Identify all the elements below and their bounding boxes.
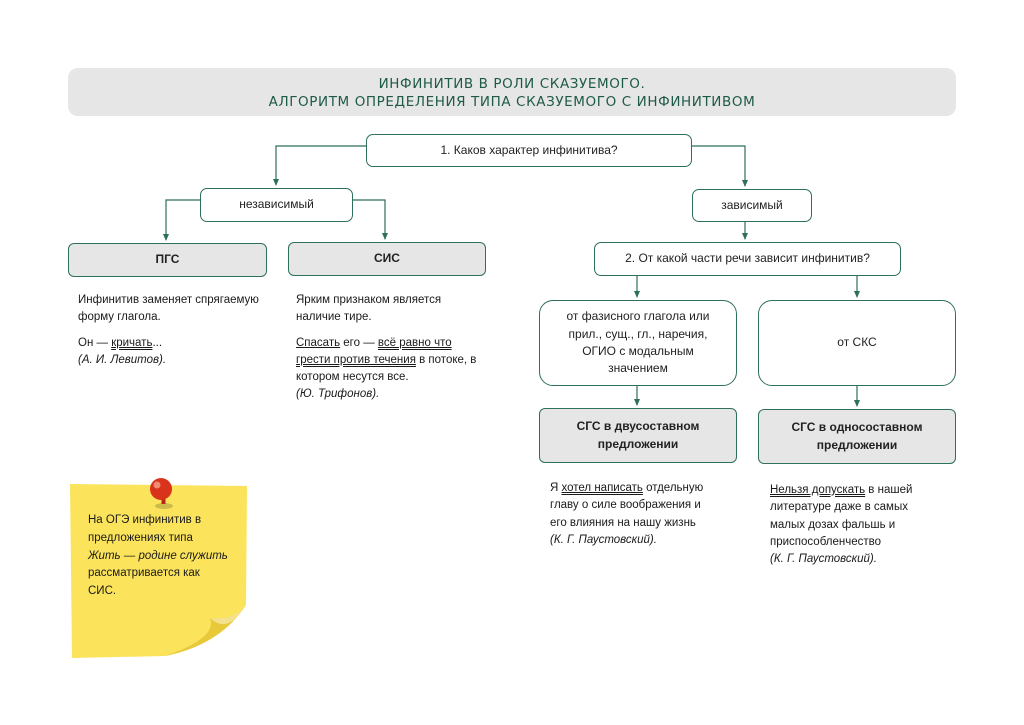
- pgs-author: (А. И. Левитов).: [78, 353, 167, 366]
- two-part-note: Я хотел написать отдельную главу о силе …: [550, 480, 720, 557]
- two-part-example: Я хотел написать отдельную главу о силе …: [550, 482, 704, 529]
- arrow-q1-to-dependent: [692, 145, 748, 187]
- arrow-independent-to-pgs: [163, 199, 200, 241]
- one-part-example-predicate: Нельзя допускать: [770, 484, 866, 496]
- pgs-box: ПГС: [68, 243, 267, 277]
- sks-box: от СКС: [758, 300, 956, 386]
- sis-box: СИС: [288, 242, 486, 276]
- sticky-note-text: На ОГЭ инфинитив в предложениях типа Жит…: [88, 514, 228, 598]
- question-1-box: 1. Каков характер инфинитива?: [366, 134, 692, 167]
- dependent-box: зависимый: [692, 189, 812, 222]
- two-part-author: (К. Г. Паустовский).: [550, 533, 657, 546]
- sticky-example: Жить — родине служить: [88, 549, 228, 562]
- one-part-author: (К. Г. Паустовский).: [770, 553, 877, 565]
- question-2-box: 2. От какой части речи зависит инфинитив…: [594, 242, 901, 276]
- pgs-note-text: Инфинитив заменяет спрягаемую форму глаг…: [78, 294, 259, 324]
- title-line-2: АЛГОРИТМ ОПРЕДЕЛЕНИЯ ТИПА СКАЗУЕМОГО С И…: [268, 94, 756, 110]
- sticky-note: [70, 478, 247, 658]
- sis-note-text: Ярким признаком является наличие тире.: [296, 294, 442, 324]
- one-part-example: Нельзя допускать в нашей литературе даже…: [770, 484, 913, 548]
- one-part-note: Нельзя допускать в нашей литературе даже…: [770, 482, 945, 576]
- pgs-example-verb: кричать: [111, 336, 153, 349]
- sis-example: Спасать его — всё равно что грести проти…: [296, 336, 477, 384]
- sis-note: Ярким признаком является наличие тире. С…: [296, 292, 486, 412]
- arrow-q1-to-independent: [273, 145, 366, 186]
- pgs-example: Он — кричать...: [78, 336, 163, 349]
- two-part-example-predicate: хотел написать: [561, 482, 643, 494]
- title-line-1: ИНФИНИТИВ В РОЛИ СКАЗУЕМОГО.: [378, 76, 646, 92]
- independent-box: независимый: [200, 188, 353, 222]
- sis-example-predicate-1: всё равно что: [377, 336, 452, 349]
- sgs-one-part-box: СГС в односоставном предложении: [758, 409, 956, 464]
- sis-example-subject: Спасать: [296, 336, 341, 349]
- sis-author: (Ю. Трифонов).: [296, 388, 380, 401]
- sgs-two-part-box: СГС в двусоставном предложении: [539, 408, 737, 463]
- arrow-independent-to-sis: [353, 199, 388, 240]
- title-banner: ИНФИНИТИВ В РОЛИ СКАЗУЕМОГО. АЛГОРИТМ ОП…: [68, 68, 956, 116]
- pin-icon: [150, 478, 173, 509]
- sis-example-predicate-2: грести против течения: [296, 353, 416, 366]
- phasic-box: от фазисного глагола или прил., сущ., гл…: [539, 300, 737, 386]
- pgs-note: Инфинитив заменяет спрягаемую форму глаг…: [78, 292, 263, 377]
